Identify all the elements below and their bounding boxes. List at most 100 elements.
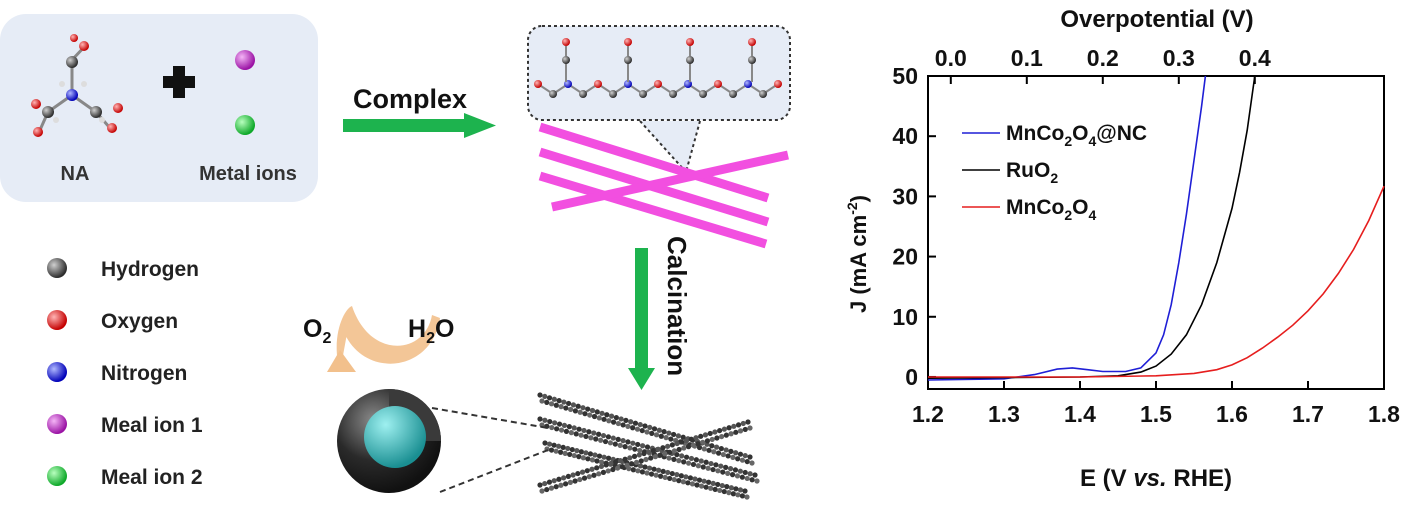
y-tick-label: 30 — [892, 183, 918, 209]
carbon-bead — [730, 491, 736, 497]
carbon-bead — [563, 428, 570, 434]
carbon-bead — [586, 474, 592, 480]
zoom-line-top — [431, 407, 549, 429]
y-tick-label: 20 — [892, 244, 918, 270]
carbon-bead — [580, 455, 586, 461]
carbon-bead — [631, 453, 638, 459]
carbon-bead — [752, 472, 758, 478]
carbon-bead — [547, 418, 553, 425]
calcination-arrow-shaft — [635, 248, 648, 370]
carbon-bead — [637, 447, 643, 454]
carbon-bead — [599, 410, 605, 416]
carbon-bead — [637, 463, 644, 469]
chain-atom — [594, 80, 602, 88]
carbon-bead — [704, 438, 711, 444]
carbon-bead — [567, 479, 573, 486]
top-tick-label: 0.1 — [1011, 45, 1043, 71]
carbon-bead — [585, 406, 591, 412]
legend-label: MnCo2O4 — [1006, 196, 1096, 223]
carbon-bead — [713, 462, 719, 468]
carbon-bead — [589, 407, 596, 414]
carbon-bead — [638, 458, 644, 464]
x-tick-label: 1.7 — [1292, 401, 1324, 427]
carbon-bead — [620, 438, 626, 444]
carbon-bead — [723, 447, 729, 453]
carbon-bead — [612, 441, 618, 447]
carbon-bead — [593, 436, 599, 442]
coordination-chain-icon — [534, 38, 782, 98]
carbon-bead — [733, 486, 739, 492]
chain-atom — [624, 80, 632, 88]
carbon-bead — [633, 459, 640, 465]
carbon-bead — [650, 448, 657, 454]
carbon-bead — [606, 418, 612, 424]
carbon-bead — [648, 455, 654, 461]
carbon-bead — [718, 463, 724, 469]
carbon-bead — [709, 436, 715, 443]
carbon-bead — [601, 454, 607, 460]
metal-ions-label: Metal ions — [199, 163, 297, 185]
carbon-bead — [596, 471, 602, 477]
legend-atom-label: Hydrogen — [101, 258, 199, 281]
carbon-bead — [683, 454, 690, 460]
carbon-bead — [558, 404, 564, 410]
carbon-bead — [715, 481, 721, 488]
carbon-bead — [602, 438, 609, 445]
carbon-bead — [692, 476, 698, 482]
carbon-bead — [706, 447, 712, 453]
carbon-bead — [565, 473, 571, 480]
carbon-bead — [617, 458, 623, 464]
carbon-bead — [698, 433, 704, 439]
legend-atom-label: Oxygen — [101, 310, 178, 333]
carbon-bead — [630, 425, 636, 431]
top-tick-label: 0.4 — [1239, 45, 1271, 71]
carbon-bead — [695, 463, 701, 469]
o2-label: O2 — [303, 315, 331, 347]
carbon-bead — [656, 467, 662, 473]
carbon-bead — [580, 405, 586, 411]
carbon-bead — [542, 440, 548, 446]
carbon-bead — [591, 413, 598, 420]
carbon-bead — [572, 408, 579, 414]
y-axis-label: J (mA cm-2) — [844, 195, 871, 313]
carbon-bead — [724, 484, 730, 490]
carbon-bead — [685, 444, 692, 450]
carbon-bead — [642, 423, 648, 429]
carbon-bead — [728, 448, 734, 454]
x-tick-label: 1.3 — [988, 401, 1020, 427]
legend-atom-icon — [47, 310, 67, 330]
carbon-bead — [537, 482, 543, 488]
carbon-bead — [570, 402, 577, 408]
legend-label: MnCo2O4@NC — [1006, 122, 1147, 149]
carbon-bead — [640, 443, 646, 449]
carbon-bead — [703, 459, 709, 465]
carbon-bead — [565, 445, 571, 452]
carbon-bead — [558, 427, 565, 433]
carbon-bead — [711, 449, 717, 455]
carbon-bead — [667, 449, 673, 455]
carbon-bead — [720, 469, 726, 475]
carbon-bead — [668, 436, 674, 442]
carbon-bead — [662, 451, 668, 457]
carbon-bead — [647, 424, 653, 431]
na-molecule-icon — [31, 34, 123, 137]
carbon-bead — [628, 419, 634, 425]
carbon-bead — [548, 485, 555, 491]
carbon-bead — [688, 436, 694, 442]
legend-atom-icon — [47, 414, 67, 434]
x-tick-label: 1.4 — [1064, 401, 1096, 427]
carbon-bead — [689, 481, 696, 487]
carbon-bead — [607, 440, 614, 446]
carbon-bead — [655, 446, 661, 452]
carbon-bead — [605, 468, 611, 474]
carbon-bead — [706, 479, 712, 485]
curved-arrow-head-icon — [327, 350, 356, 372]
carbon-bead — [584, 468, 590, 474]
carbon-bead — [709, 443, 715, 449]
chain-atom — [549, 90, 557, 98]
carbon-bead — [566, 400, 572, 407]
carbon-bead — [622, 456, 628, 462]
carbon-bead — [666, 430, 672, 436]
